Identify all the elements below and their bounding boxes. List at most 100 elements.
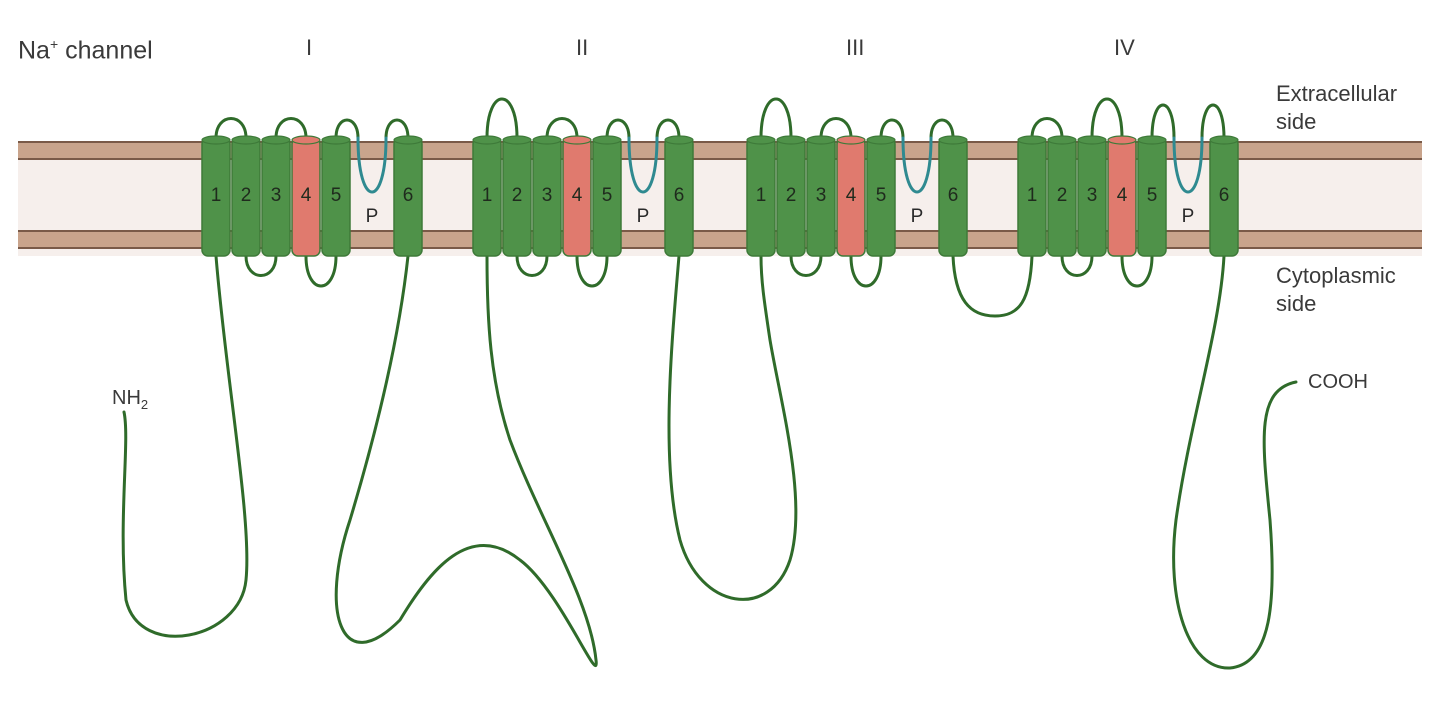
helix-s1: 1 <box>472 135 502 257</box>
extracellular-loop <box>605 118 631 140</box>
helix-label: 3 <box>816 185 827 206</box>
helix-cap <box>664 135 694 145</box>
extracellular-loop <box>819 117 853 140</box>
n-terminal-tail <box>121 254 249 638</box>
helix-s4: 4 <box>1107 135 1137 257</box>
helix-s5: 5 <box>1137 135 1167 257</box>
helix-label: 6 <box>674 185 685 206</box>
helix-cap <box>1017 135 1047 145</box>
extracellular-loop <box>1200 103 1226 140</box>
helix-s1: 1 <box>1017 135 1047 257</box>
helix-cap <box>472 135 502 145</box>
loop-ii-iii <box>667 254 798 601</box>
c-terminal-tail <box>1172 254 1298 670</box>
domain-label-2: II <box>576 35 589 60</box>
helix-label: 6 <box>1219 185 1230 206</box>
loop-i-ii <box>334 254 598 667</box>
extracellular-loop <box>655 118 681 140</box>
helix-label: 5 <box>1147 185 1158 206</box>
helix-cap <box>1107 135 1137 145</box>
c-terminus-label: COOH <box>1308 371 1368 393</box>
helix-cap <box>562 135 592 145</box>
helix-s6: 6 <box>1209 135 1239 257</box>
pore-loop <box>627 136 659 194</box>
helix-label: 1 <box>1027 185 1038 206</box>
intracellular-loop <box>244 254 278 277</box>
helix-cap <box>291 135 321 145</box>
helix-label: 4 <box>301 185 312 206</box>
extracellular-loop <box>274 117 308 140</box>
extracellular-loop <box>929 118 955 140</box>
intracellular-loop <box>515 254 549 277</box>
helix-label: 1 <box>211 185 222 206</box>
intracellular-loop <box>304 254 338 288</box>
helix-cap <box>938 135 968 145</box>
helix-s6: 6 <box>938 135 968 257</box>
intracellular-loop <box>849 254 883 288</box>
extracellular-loop <box>759 97 793 140</box>
pore-label: P <box>637 206 650 227</box>
pore-loop <box>901 136 933 194</box>
extracellular-loop <box>1030 117 1064 140</box>
helix-cap <box>201 135 231 145</box>
helix-s6: 6 <box>664 135 694 257</box>
extracellular-loop <box>1090 97 1124 140</box>
helix-s2: 2 <box>502 135 532 257</box>
helix-label: 6 <box>948 185 959 206</box>
helix-cap <box>502 135 532 145</box>
extracellular-loop <box>485 97 519 140</box>
helix-label: 5 <box>331 185 342 206</box>
extracellular-side-label: Extracellular side <box>1276 81 1398 134</box>
helix-s3: 3 <box>1077 135 1107 257</box>
helix-label: 4 <box>1117 185 1128 206</box>
helix-s2: 2 <box>231 135 261 257</box>
helix-cap <box>1209 135 1239 145</box>
helix-cap <box>1137 135 1167 145</box>
helix-s6: 6 <box>393 135 423 257</box>
intracellular-loop <box>1060 254 1094 277</box>
helix-s5: 5 <box>321 135 351 257</box>
helix-label: 1 <box>482 185 493 206</box>
cytoplasmic-side-label: Cytoplasmic side <box>1276 263 1396 316</box>
helix-label: 2 <box>1057 185 1068 206</box>
intracellular-loop <box>789 254 823 277</box>
helix-label: 2 <box>786 185 797 206</box>
helix-s2: 2 <box>1047 135 1077 257</box>
intracellular-loop <box>1120 254 1154 288</box>
helix-cap <box>321 135 351 145</box>
helix-cap <box>776 135 806 145</box>
helix-s4: 4 <box>291 135 321 257</box>
helix-label: 4 <box>572 185 583 206</box>
helix-s3: 3 <box>261 135 291 257</box>
diagram-title: Na+ channel <box>18 36 153 65</box>
pore-loop <box>356 136 388 194</box>
helix-label: 6 <box>403 185 414 206</box>
helix-label: 1 <box>756 185 767 206</box>
pore-label: P <box>366 206 379 227</box>
extracellular-loop <box>384 118 410 140</box>
helix-s1: 1 <box>746 135 776 257</box>
loop-iii-iv <box>951 254 1034 318</box>
domain-label-4: IV <box>1114 35 1135 60</box>
extracellular-loop <box>879 118 905 140</box>
extracellular-loop <box>214 117 248 140</box>
helix-cap <box>261 135 291 145</box>
helix-cap <box>1047 135 1077 145</box>
helix-cap <box>231 135 261 145</box>
helix-s3: 3 <box>806 135 836 257</box>
helix-label: 4 <box>846 185 857 206</box>
helix-label: 2 <box>241 185 252 206</box>
helix-label: 5 <box>602 185 613 206</box>
helix-label: 2 <box>512 185 523 206</box>
helix-cap <box>592 135 622 145</box>
connecting-loops <box>121 97 1298 670</box>
n-terminus-label: NH2 <box>112 387 149 412</box>
helix-cap <box>866 135 896 145</box>
helix-label: 3 <box>271 185 282 206</box>
domain-label-3: III <box>846 35 865 60</box>
helix-s4: 4 <box>836 135 866 257</box>
helix-cap <box>836 135 866 145</box>
